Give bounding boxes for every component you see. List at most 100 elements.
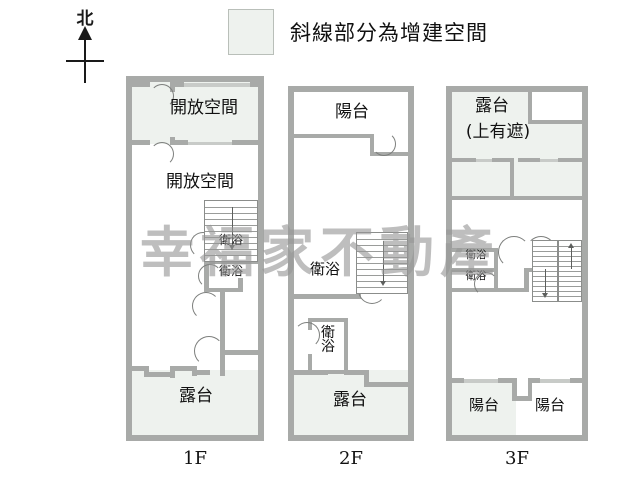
- staircase-3f: [532, 240, 582, 302]
- room-label-balcony-top-2f: 陽台: [335, 102, 369, 122]
- floor-outline-2f: 陽台 衛浴 衛浴 露台: [288, 86, 414, 441]
- wall-seg: [132, 140, 150, 145]
- floor-plan-1f: 開放空間 開放空間 衛浴 衛浴 露台 1F: [126, 76, 264, 469]
- wall-seg: [144, 372, 170, 377]
- north-label: 北: [76, 9, 94, 29]
- wall-seg: [294, 294, 361, 299]
- door-arc: [194, 336, 224, 366]
- wall-seg: [558, 158, 582, 162]
- wall-seg: [220, 350, 258, 355]
- door-arc: [190, 232, 216, 258]
- wall-seg: [510, 158, 514, 200]
- room-fill-balcony-left-3f: [452, 382, 516, 435]
- wall-seg: [452, 268, 498, 272]
- wall-seg: [512, 396, 532, 401]
- wall-seg: [174, 140, 188, 145]
- room-fill-terrace-1f: [132, 370, 258, 435]
- room-sublabel-terrace-top-3f: (上有遮): [465, 122, 531, 142]
- wall-seg: [220, 350, 225, 376]
- wall-seg: [170, 82, 175, 92]
- room-label-open-space-lower: 開放空間: [166, 172, 234, 192]
- wall-seg: [232, 140, 258, 145]
- floor-label-1f: 1F: [183, 448, 207, 469]
- door-arc: [150, 84, 174, 108]
- staircase-2f: [356, 232, 408, 294]
- wall-seg: [170, 366, 192, 371]
- wall-seg-thin: [476, 159, 492, 162]
- wall-seg: [308, 370, 348, 374]
- room-label-bathroom-lower-3f: 衛浴: [465, 270, 487, 282]
- wall-seg: [570, 378, 582, 383]
- wall-seg: [204, 260, 258, 264]
- wall-seg: [238, 278, 243, 292]
- north-arrow-shaft: [84, 30, 86, 83]
- door-arc: [372, 132, 396, 156]
- wall-seg: [528, 378, 532, 400]
- wall-seg: [518, 158, 540, 162]
- room-label-balcony-left-3f: 陽台: [468, 396, 499, 414]
- legend-label: 斜線部分為增建空間: [290, 21, 488, 45]
- north-arrow-crossbar: [66, 60, 104, 62]
- wall-seg: [364, 382, 408, 387]
- wall-seg-thin: [184, 83, 250, 87]
- wall-seg: [144, 366, 149, 376]
- room-label-bathroom-lower-2f: 衛浴: [321, 325, 335, 355]
- staircase-1f: [204, 200, 258, 262]
- room-label-bathroom-lower-1f: 衛浴: [218, 264, 243, 278]
- wall-seg: [308, 318, 348, 322]
- room-fill-terrace-2f: [294, 370, 408, 435]
- wall-seg: [494, 288, 528, 292]
- wall-seg: [492, 158, 510, 162]
- wall-seg: [250, 82, 258, 87]
- room-label-terrace-top-3f: 露台: [475, 96, 509, 116]
- wall-seg: [344, 318, 348, 374]
- room-label-terrace-1f: 露台: [179, 386, 213, 406]
- floor-label-2f: 2F: [339, 448, 363, 469]
- wall-seg: [528, 378, 540, 383]
- wall-seg: [192, 370, 210, 375]
- floor-plan-3f: 露台 (上有遮) 衛浴 衛浴 陽台 陽台 3F: [446, 86, 588, 469]
- floor-plan-2f: 陽台 衛浴 衛浴 露台 2F: [288, 86, 414, 469]
- wall-seg: [528, 120, 582, 124]
- wall-seg: [528, 92, 532, 124]
- wall-seg-thin: [464, 379, 498, 383]
- wall-seg: [524, 268, 529, 292]
- floor-label-3f: 3F: [505, 448, 529, 469]
- wall-seg: [174, 82, 184, 87]
- room-label-terrace-2f: 露台: [333, 390, 367, 410]
- wall-seg: [132, 366, 148, 371]
- wall-seg-thin: [188, 142, 232, 145]
- wall-seg: [170, 366, 175, 378]
- wall-seg: [452, 196, 582, 200]
- wall-seg: [132, 82, 150, 87]
- wall-seg: [294, 134, 370, 138]
- north-arrow-icon: 北: [58, 4, 112, 84]
- floor-outline-1f: 開放空間 開放空間 衛浴 衛浴 露台: [126, 76, 264, 441]
- wall-seg-thin: [540, 379, 570, 383]
- wall-seg: [220, 288, 225, 350]
- door-arc: [192, 292, 220, 320]
- wall-seg: [452, 158, 476, 162]
- wall-seg: [170, 137, 175, 145]
- wall-seg: [498, 378, 512, 383]
- door-arc: [150, 142, 174, 166]
- door-arc: [474, 272, 498, 296]
- room-label-bathroom-upper-3f: 衛浴: [465, 249, 487, 261]
- wall-seg: [452, 248, 498, 252]
- north-arrow-head: [78, 26, 92, 40]
- room-label-bathroom-upper-1f: 衛浴: [218, 233, 243, 247]
- wall-seg: [308, 354, 312, 374]
- wall-seg: [294, 370, 328, 375]
- room-label-bathroom-upper-2f: 衛浴: [309, 260, 340, 278]
- door-arc: [294, 322, 320, 348]
- wall-seg: [452, 378, 464, 383]
- wall-seg: [512, 378, 517, 400]
- door-arc: [498, 236, 530, 268]
- wall-seg: [364, 370, 369, 386]
- legend-swatch: [228, 9, 274, 55]
- room-label-balcony-right-3f: 陽台: [534, 396, 565, 414]
- door-arc: [198, 264, 222, 288]
- floor-outline-3f: 露台 (上有遮) 衛浴 衛浴 陽台 陽台: [446, 86, 588, 441]
- wall-seg: [344, 370, 368, 375]
